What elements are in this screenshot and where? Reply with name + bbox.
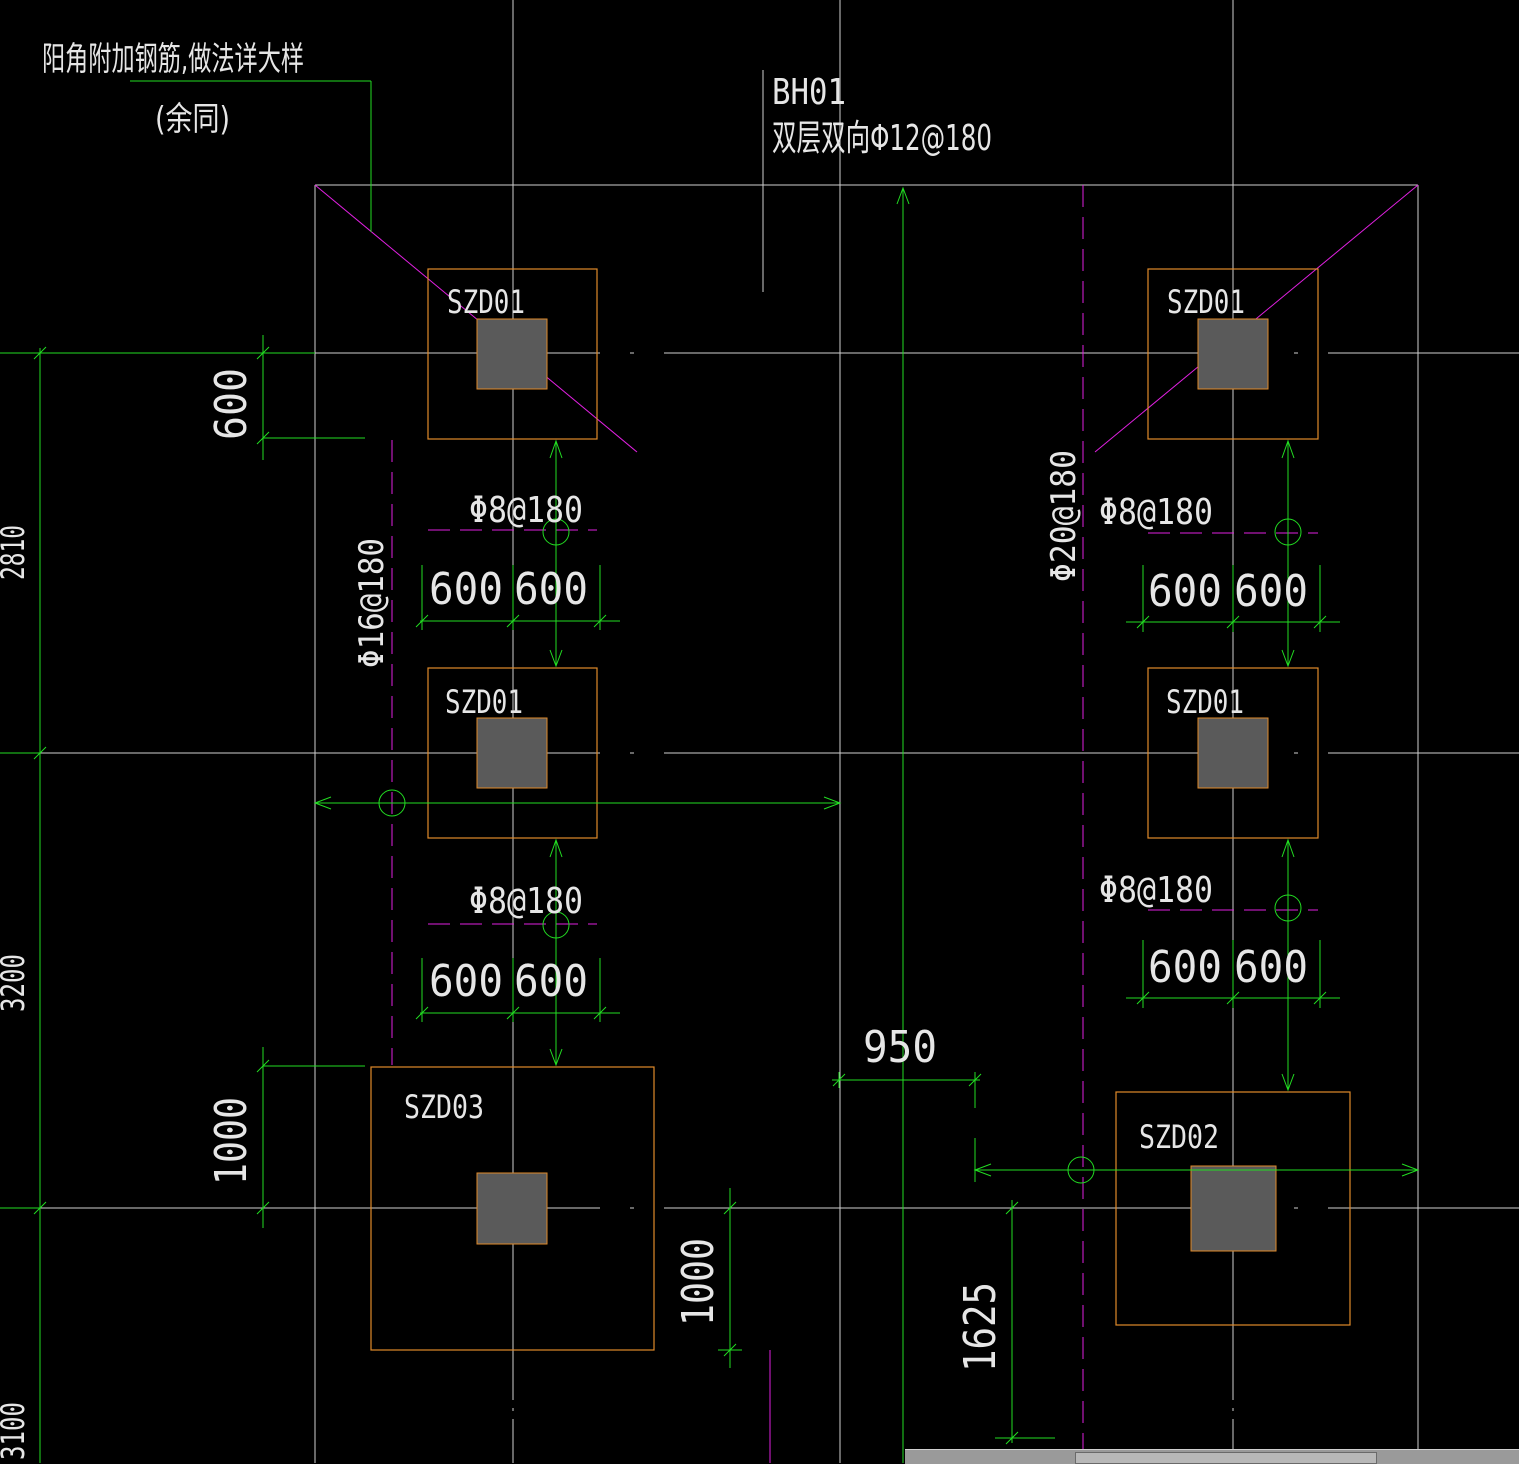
status-bar-field (1075, 1452, 1377, 1464)
column-b (476, 717, 548, 789)
column-f (1190, 1165, 1277, 1252)
column-e (1197, 717, 1269, 789)
cap-szd01-a (427, 268, 598, 440)
annotation-texts: 阳角附加钢筋,做法详大样 (余同) BH01 双层双向Φ12@180 SZD01… (0, 39, 1308, 1460)
dim-edge-3200: 3200 (0, 954, 32, 1012)
status-bar (905, 1449, 1519, 1464)
cap-szd01-b (427, 667, 598, 839)
cap-label-szd01-d: SZD01 (1166, 683, 1244, 721)
rebar-left-upper: Φ8@180 (469, 490, 583, 531)
dim-edge-3100: 3100 (0, 1402, 32, 1460)
dim-right-lower-b: 600 (1234, 942, 1308, 993)
cap-label-szd03: SZD03 (404, 1088, 484, 1126)
slab-outline (314, 184, 1419, 1463)
slab-rebar: 双层双向Φ12@180 (772, 118, 992, 159)
corner-note-line1: 阳角附加钢筋,做法详大样 (42, 39, 304, 78)
cap-label-szd01-c: SZD01 (1167, 283, 1245, 321)
dim-right-upper-b: 600 (1234, 566, 1308, 617)
cap-szd03 (370, 1066, 655, 1351)
corner-note-line2: (余同) (155, 99, 230, 138)
rebar-right-lower: Φ8@180 (1099, 870, 1213, 911)
dimension-lines (0, 80, 1420, 1463)
pile-caps (370, 268, 1351, 1351)
cap-label-szd02: SZD02 (1139, 1118, 1219, 1156)
rebar-left-vertical: Φ16@180 (352, 538, 392, 668)
cap-szd02 (1115, 1091, 1351, 1326)
dim-left-lower-b: 600 (514, 956, 588, 1007)
dim-edge-2810: 2810 (0, 525, 32, 580)
cap-szd01-d (1147, 667, 1319, 839)
column-c (476, 1172, 548, 1245)
cap-label-szd01-a: SZD01 (447, 283, 525, 321)
cap-label-szd01-b: SZD01 (445, 683, 523, 721)
dim-1000-left: 1000 (206, 1097, 257, 1185)
cap-szd01-c (1147, 268, 1319, 440)
rebar-right-upper: Φ8@180 (1099, 492, 1213, 533)
column-d (1197, 318, 1269, 390)
rebar-right-vertical: Φ20@180 (1044, 450, 1084, 582)
slab-name: BH01 (772, 72, 846, 113)
dim-1625: 1625 (955, 1282, 1006, 1372)
dim-right-upper-a: 600 (1148, 566, 1222, 617)
column-a (476, 318, 548, 390)
dim-left-upper-a: 600 (429, 564, 503, 615)
dim-left-lower-a: 600 (429, 956, 503, 1007)
dim-600-left: 600 (206, 368, 257, 440)
rebar-left-lower: Φ8@180 (469, 881, 583, 922)
dim-1000-mid: 1000 (673, 1238, 724, 1326)
dim-950: 950 (863, 1022, 937, 1073)
dim-right-lower-a: 600 (1148, 942, 1222, 993)
dim-left-upper-b: 600 (514, 564, 588, 615)
